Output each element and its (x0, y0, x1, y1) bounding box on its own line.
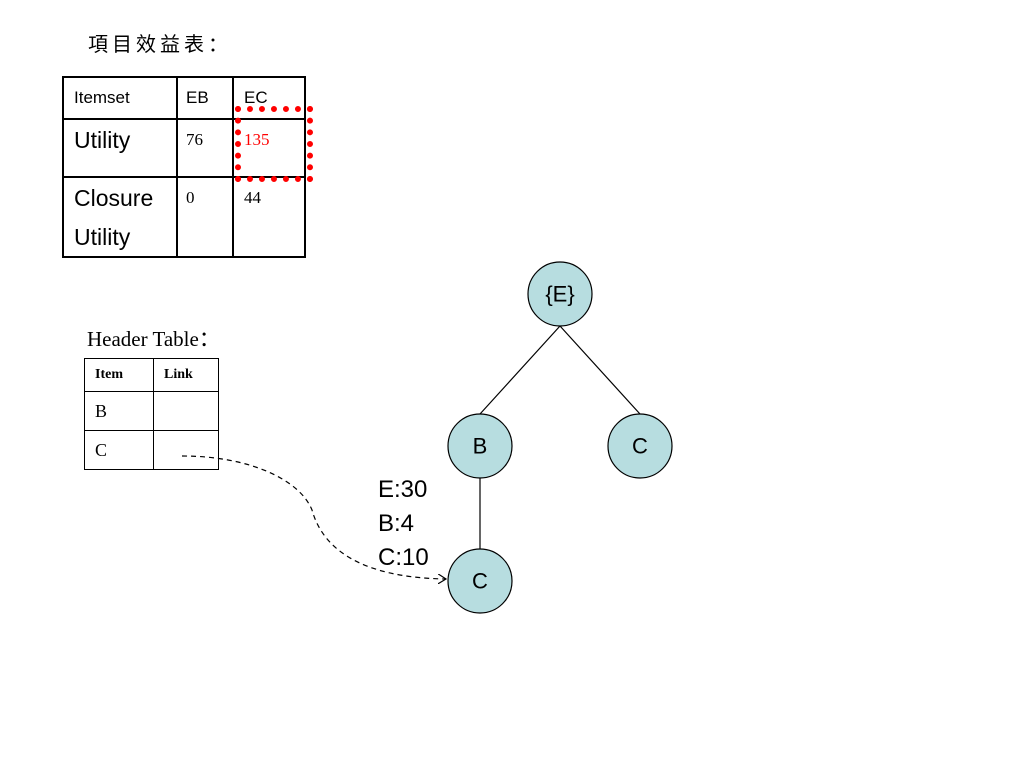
node-root-circle (527, 261, 593, 327)
closure-label-line2: Utility (74, 224, 131, 250)
header-table: Item Link B C (84, 358, 219, 470)
header-ec: EC (232, 76, 306, 120)
node-b-circle (447, 413, 513, 479)
link-b (153, 391, 219, 431)
item-b: B (84, 391, 154, 431)
table-row: B (84, 391, 219, 431)
benefit-table: Itemset EB EC Utility 76 135 Closure Uti… (62, 76, 306, 258)
cell-utility-ec: 135 (232, 118, 306, 178)
cell-closure-eb: 0 (176, 176, 234, 258)
node-c-right-circle (607, 413, 673, 479)
utility-label: Utility (74, 127, 131, 153)
closure-eb-value: 0 (186, 188, 195, 207)
closure-label-line1: Closure (74, 185, 154, 211)
item-c: C (84, 430, 154, 470)
header-eb: EB (176, 76, 234, 120)
node-c-bottom-circle (447, 548, 513, 614)
count-b: B:4 (378, 510, 415, 537)
node-b-label: B (473, 434, 488, 459)
node-b: B (447, 413, 513, 479)
header-item: Item (84, 358, 154, 392)
count-list: E:30 B:4 C:10 (378, 473, 429, 575)
utility-ec-value: 135 (244, 130, 270, 149)
cell-utility-eb: 76 (176, 118, 234, 178)
header-table-title: Header Table： (87, 327, 220, 351)
header-link: Link (153, 358, 219, 392)
node-root: {E} (527, 261, 593, 327)
edge-root-c (559, 325, 641, 415)
table-row: Closure Utility 0 44 (62, 176, 306, 258)
count-c: C:10 (378, 544, 429, 571)
header-itemset: Itemset (62, 76, 178, 120)
node-link-arrow (181, 455, 446, 579)
table-row: Itemset EB EC (62, 76, 306, 120)
node-root-label: {E} (545, 282, 574, 307)
node-c-right-label: C (632, 434, 648, 459)
link-c (153, 430, 219, 470)
node-c-right: C (607, 413, 673, 479)
row-label-utility: Utility (62, 118, 178, 178)
utility-eb-value: 76 (186, 130, 203, 149)
row-label-closure-utility: Closure Utility (62, 176, 178, 258)
node-c-bottom: C (447, 548, 513, 614)
table-row: Utility 76 135 (62, 118, 306, 178)
node-c-bottom-label: C (472, 569, 488, 594)
table-row: C (84, 430, 219, 470)
table-row: Item Link (84, 358, 219, 392)
count-e: E:30 (378, 476, 428, 503)
closure-ec-value: 44 (244, 188, 261, 207)
highlight-box (235, 106, 313, 182)
edge-root-b (479, 325, 561, 415)
cell-closure-ec: 44 (232, 176, 306, 258)
benefit-table-title: 項目效益表： (88, 32, 232, 56)
